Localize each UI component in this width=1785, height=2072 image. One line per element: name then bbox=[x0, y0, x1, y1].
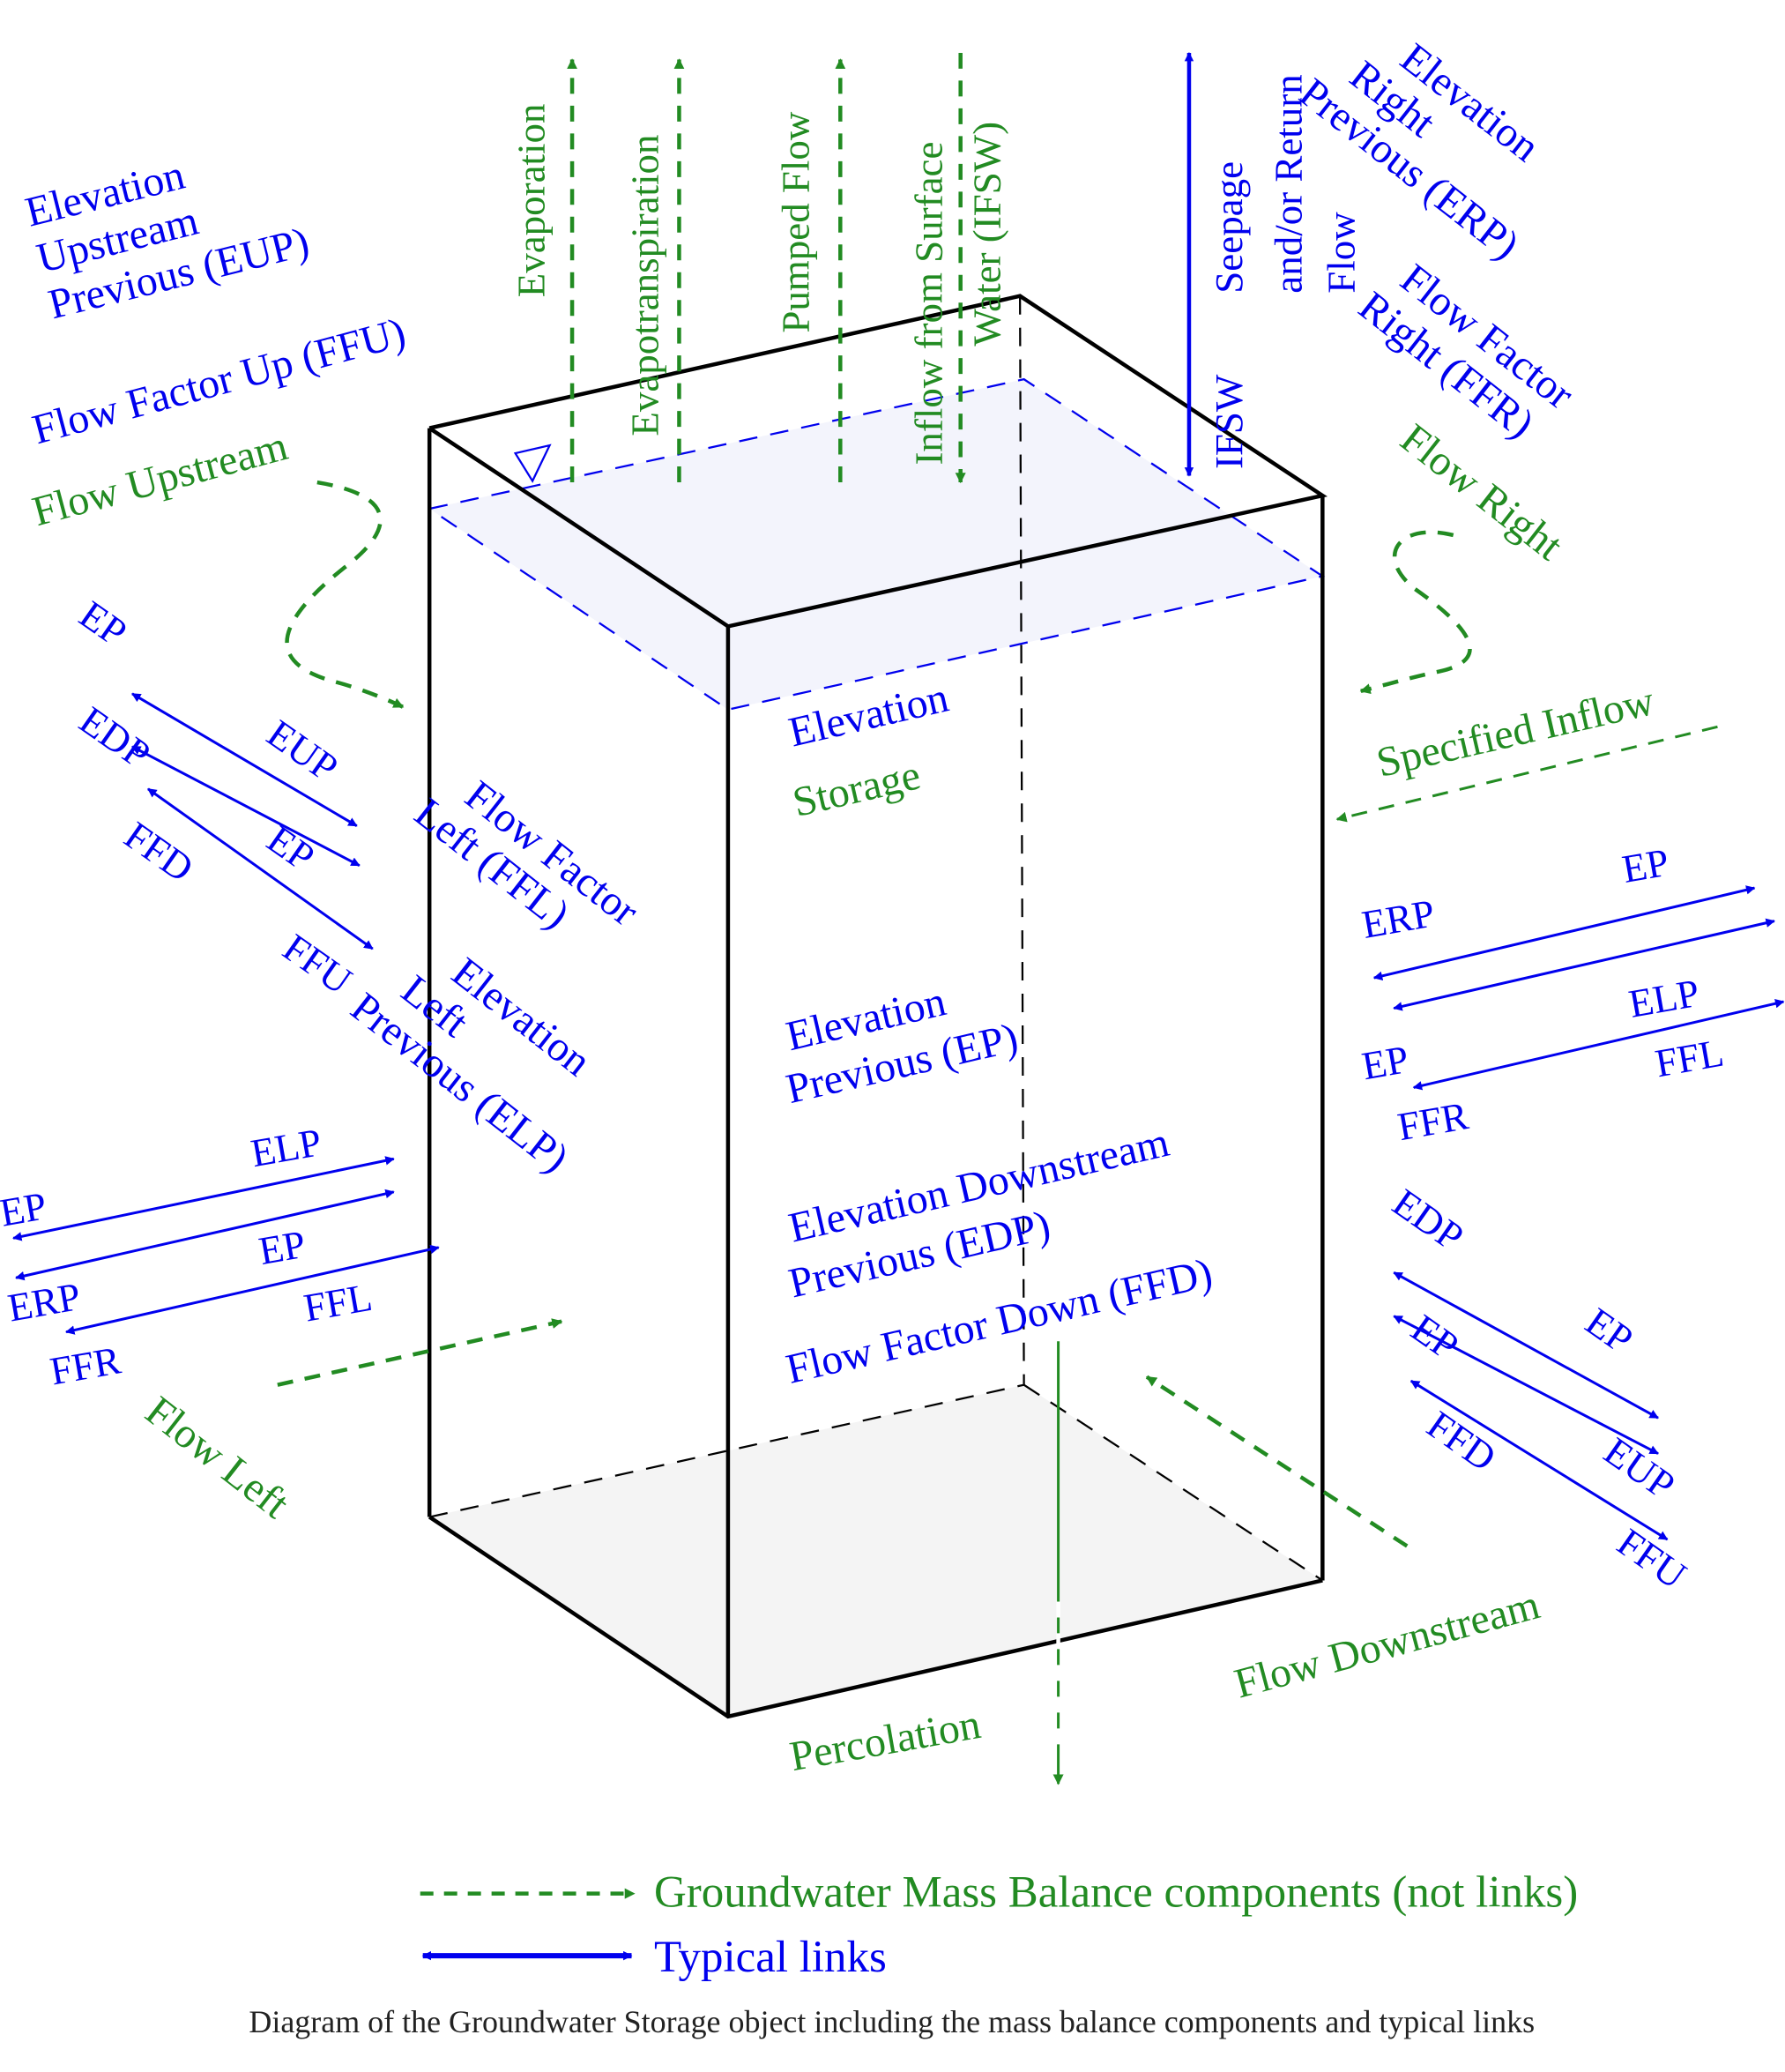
left-link-ep-a: EP bbox=[0, 1183, 50, 1234]
ifsw-label-line2: Water (IFSW) bbox=[965, 122, 1009, 347]
link-ep-elp bbox=[12, 1156, 395, 1241]
seepage-ifsw-label: IFSW bbox=[1207, 374, 1251, 469]
specified-inflow-arrow bbox=[1335, 725, 1718, 823]
hidden-edge-bottom-left bbox=[428, 1383, 1024, 1518]
percolation-label: Percolation bbox=[786, 1701, 984, 1780]
water-surface bbox=[429, 379, 1323, 710]
link-erp-ep bbox=[15, 1189, 395, 1281]
down-link-ffu: FFU bbox=[1610, 1520, 1694, 1598]
up-link-ffu: FFU bbox=[275, 925, 360, 1002]
right-links bbox=[1372, 885, 1785, 1091]
flow-right-arrow bbox=[1359, 530, 1472, 695]
downstream-links bbox=[1393, 1271, 1669, 1541]
storage-label: Storage bbox=[788, 751, 925, 826]
left-link-ep-b: EP bbox=[256, 1222, 309, 1273]
flow-left-arrow bbox=[277, 1318, 563, 1387]
figure-caption: Diagram of the Groundwater Storage objec… bbox=[249, 2004, 1535, 2039]
left-link-ffr: FFR bbox=[47, 1338, 123, 1393]
right-link-ffr: FFR bbox=[1395, 1093, 1471, 1149]
flow-right-label: Flow Right bbox=[1392, 414, 1572, 570]
link-ffd-ffu bbox=[147, 787, 374, 950]
water-level-triangle-icon bbox=[513, 443, 552, 483]
storage-box bbox=[427, 294, 1328, 1719]
down-link-ffd: FFD bbox=[1419, 1402, 1504, 1479]
top-component-arrows bbox=[567, 51, 1194, 484]
right-link-ep-b: EP bbox=[1358, 1037, 1411, 1088]
up-link-eup: EUP bbox=[259, 712, 346, 791]
right-link-ffl: FFL bbox=[1652, 1031, 1727, 1086]
flow-downstream-label: Flow Downstream bbox=[1230, 1581, 1544, 1707]
up-link-ep-a: EP bbox=[71, 593, 135, 655]
down-link-ep-a: EP bbox=[1578, 1299, 1641, 1361]
link-ffr-ffl bbox=[1412, 999, 1785, 1091]
specified-inflow-label: Specified Inflow bbox=[1372, 677, 1659, 786]
ffu-label: Flow Factor Up (FFU) bbox=[27, 309, 410, 453]
legend-links-label: Typical links bbox=[654, 1933, 887, 1982]
up-link-ffd: FFD bbox=[116, 813, 201, 891]
evaporation-label: Evaporation bbox=[509, 104, 554, 298]
up-link-edp: EDP bbox=[71, 698, 158, 778]
up-link-ep-b: EP bbox=[259, 816, 323, 879]
right-link-erp: ERP bbox=[1358, 891, 1438, 947]
down-link-edp: EDP bbox=[1385, 1181, 1471, 1260]
upstream-links bbox=[131, 692, 374, 950]
seepage-label-line2: and/or Return bbox=[1266, 74, 1310, 293]
legend: Groundwater Mass Balance components (not… bbox=[420, 1868, 1578, 1982]
flow-downstream-arrow bbox=[1145, 1375, 1409, 1548]
left-link-elp: ELP bbox=[248, 1120, 324, 1175]
flow-left-label: Flow Left bbox=[137, 1388, 298, 1528]
box-bottom-outline bbox=[428, 1515, 1323, 1719]
evapotranspiration-label: Evapotranspiration bbox=[622, 135, 666, 436]
down-link-eup: EUP bbox=[1596, 1428, 1683, 1508]
ifsw-label-line1: Inflow from Surface bbox=[907, 142, 951, 466]
right-link-ep-a: EP bbox=[1619, 840, 1672, 891]
pumped-flow-label: Pumped Flow bbox=[773, 111, 817, 333]
hidden-edge-vertical bbox=[1019, 295, 1025, 1385]
left-links bbox=[12, 1156, 440, 1335]
link-ffd-ffu bbox=[1409, 1379, 1669, 1541]
seepage-label-line3: Flow bbox=[1319, 212, 1363, 294]
left-link-erp: ERP bbox=[4, 1274, 84, 1330]
link-ffr-ffl bbox=[65, 1244, 440, 1335]
flow-upstream-arrow bbox=[285, 480, 405, 709]
seepage-label-line1: Seepage bbox=[1207, 161, 1251, 294]
link-ep-elp bbox=[1393, 918, 1775, 1011]
legend-components-label: Groundwater Mass Balance components (not… bbox=[654, 1868, 1578, 1918]
down-link-ep-b: EP bbox=[1403, 1306, 1467, 1368]
floor-face bbox=[429, 1384, 1323, 1717]
right-link-elp: ELP bbox=[1625, 971, 1702, 1026]
hidden-edge-bottom-right bbox=[1023, 1383, 1323, 1582]
left-link-ffl: FFL bbox=[301, 1275, 376, 1330]
